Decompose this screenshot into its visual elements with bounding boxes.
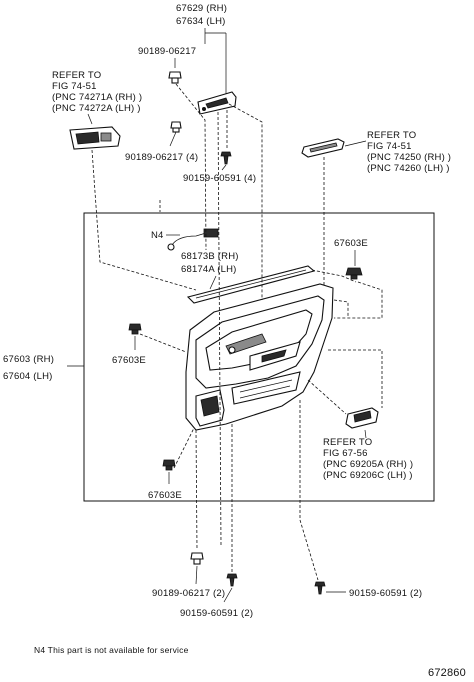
label-67629-rh: 67629 (RH) xyxy=(176,3,227,14)
label-screw-90159-mid: 90159-60591 (4) xyxy=(183,173,256,184)
refer2-line3: (PNC 74250 (RH) ) xyxy=(367,152,451,163)
inner-handle-bezel-icon xyxy=(197,91,237,115)
refer2-line2: FIG 74-51 xyxy=(367,141,412,152)
wire-harness-icon xyxy=(167,228,219,251)
label-67603e-bottom: 67603E xyxy=(148,490,182,501)
refer1-line1: REFER TO xyxy=(52,70,101,81)
refer1-line4: (PNC 74272A (LH) ) xyxy=(52,103,141,114)
leader-screw-mid xyxy=(169,131,177,147)
door-trim-assembly-frame xyxy=(83,212,435,502)
leader-refer2 xyxy=(344,140,367,147)
screw-bottom-left-icon xyxy=(190,552,204,565)
leader-screw-bl2 xyxy=(223,587,233,603)
label-screw-90189-bl: 90189-06217 (2) xyxy=(152,588,225,599)
leader-refer1 xyxy=(87,113,93,125)
label-67603e-right: 67603E xyxy=(334,238,368,249)
label-67634-lh: 67634 (LH) xyxy=(176,16,226,27)
refer1-line3: (PNC 74271A (RH) ) xyxy=(52,92,142,103)
refer3-line2: FIG 67-56 xyxy=(323,448,368,459)
screw-mid-right-icon xyxy=(220,151,232,165)
refer2-line1: REFER TO xyxy=(367,130,416,141)
label-screw-90189-top: 90189-06217 xyxy=(138,46,196,57)
switch-bezel-right-icon xyxy=(345,407,379,429)
footnote: N4 This part is not available for servic… xyxy=(34,645,189,655)
refer2-line4: (PNC 74260 (LH) ) xyxy=(367,163,450,174)
screw-mid-left-icon xyxy=(170,121,182,133)
label-68173b-rh: 68173B (RH) xyxy=(181,251,239,262)
label-screw-90159-bl: 90159-60591 (2) xyxy=(180,608,253,619)
label-screw-90159-br: 90159-60591 (2) xyxy=(349,588,422,599)
label-68174a-lh: 68174A (LH) xyxy=(181,264,237,275)
power-window-switch-icon xyxy=(69,126,121,150)
label-screw-90189-mid: 90189-06217 (4) xyxy=(125,152,198,163)
clip-top-icon xyxy=(168,71,182,84)
screw-bottom-right-icon xyxy=(314,581,326,595)
door-trim-board-icon xyxy=(185,283,334,431)
figure-number: 672860 xyxy=(428,667,466,679)
refer1-line2: FIG 74-51 xyxy=(52,81,97,92)
leader-67629 xyxy=(204,28,227,95)
label-67603e-left: 67603E xyxy=(112,355,146,366)
leader-refer3 xyxy=(364,429,367,439)
clip-right-icon xyxy=(345,267,363,280)
label-67604-lh: 67604 (LH) xyxy=(3,371,53,382)
refer3-line4: (PNC 69206C (LH) ) xyxy=(323,470,413,481)
screw-bottom-mid-icon xyxy=(226,573,238,587)
refer3-line1: REFER TO xyxy=(323,437,372,448)
assembly-dashed-lines xyxy=(91,83,383,581)
refer3-line3: (PNC 69205A (RH) ) xyxy=(323,459,413,470)
label-67603-rh: 67603 (RH) xyxy=(3,354,54,365)
clip-bottom-icon xyxy=(162,459,176,471)
clip-left-icon xyxy=(128,323,142,335)
leader-68173 xyxy=(209,275,217,290)
leader-screw-bl xyxy=(195,565,198,585)
door-pull-handle-icon xyxy=(301,138,345,158)
leader-screw-mid2 xyxy=(221,164,227,171)
label-n4: N4 xyxy=(151,230,164,241)
